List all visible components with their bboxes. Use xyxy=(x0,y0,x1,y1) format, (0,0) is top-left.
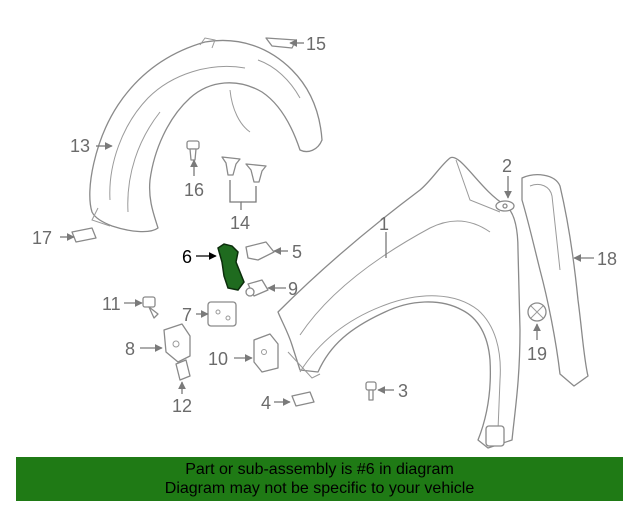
callout-10: 10 xyxy=(208,349,228,369)
grommet-part-19 xyxy=(527,302,547,322)
callout-5: 5 xyxy=(292,242,302,262)
callout-19: 19 xyxy=(527,344,547,364)
parts-diagram: 1 2 3 4 5 6 7 8 9 10 11 12 13 14 15 16 1… xyxy=(32,34,617,449)
callout-13: 13 xyxy=(70,136,90,156)
callout-14: 14 xyxy=(230,213,250,233)
callout-12: 12 xyxy=(172,396,192,416)
bracket-part-8 xyxy=(163,323,191,363)
callout-7: 7 xyxy=(182,305,192,325)
highlighted-bracket-part-6 xyxy=(217,243,245,291)
banner-line-1: Part or sub-assembly is #6 in diagram xyxy=(185,461,454,478)
callout-3: 3 xyxy=(398,381,408,401)
bracket-part-4 xyxy=(291,391,315,407)
bracket-part-12 xyxy=(175,359,191,381)
leader-lines xyxy=(60,39,594,406)
callout-9: 9 xyxy=(288,279,298,299)
fender-liner-part-13 xyxy=(89,37,323,233)
push-pin-part-16 xyxy=(186,140,200,161)
bolt-part-3 xyxy=(365,381,377,401)
front-fender-part-1 xyxy=(277,156,521,449)
molding-part-18 xyxy=(521,174,589,387)
callout-17: 17 xyxy=(32,228,52,248)
bracket-part-7 xyxy=(207,301,237,327)
bracket-part-10 xyxy=(253,333,279,373)
callout-2: 2 xyxy=(502,156,512,176)
clip-part-2 xyxy=(495,200,515,212)
callout-18: 18 xyxy=(597,249,617,269)
callout-15: 15 xyxy=(306,34,326,54)
bracket-part-17 xyxy=(71,227,97,243)
callout-6: 6 xyxy=(182,247,192,267)
info-banner: Part or sub-assembly is #6 in diagram Di… xyxy=(16,457,623,501)
callout-1: 1 xyxy=(379,214,389,234)
clip-part-15 xyxy=(265,37,297,49)
banner-line-2: Diagram may not be specific to your vehi… xyxy=(164,480,475,497)
clips-part-14 xyxy=(221,156,267,183)
callout-8: 8 xyxy=(125,339,135,359)
callout-11: 11 xyxy=(102,294,121,314)
clip-part-9 xyxy=(245,279,269,297)
callout-4: 4 xyxy=(261,393,271,413)
bracket-part-5 xyxy=(245,241,275,261)
callout-labels: 1 2 3 4 5 6 7 8 9 10 11 12 13 14 15 16 1… xyxy=(32,34,617,416)
bolt-part-11 xyxy=(142,296,159,319)
callout-16: 16 xyxy=(184,180,204,200)
